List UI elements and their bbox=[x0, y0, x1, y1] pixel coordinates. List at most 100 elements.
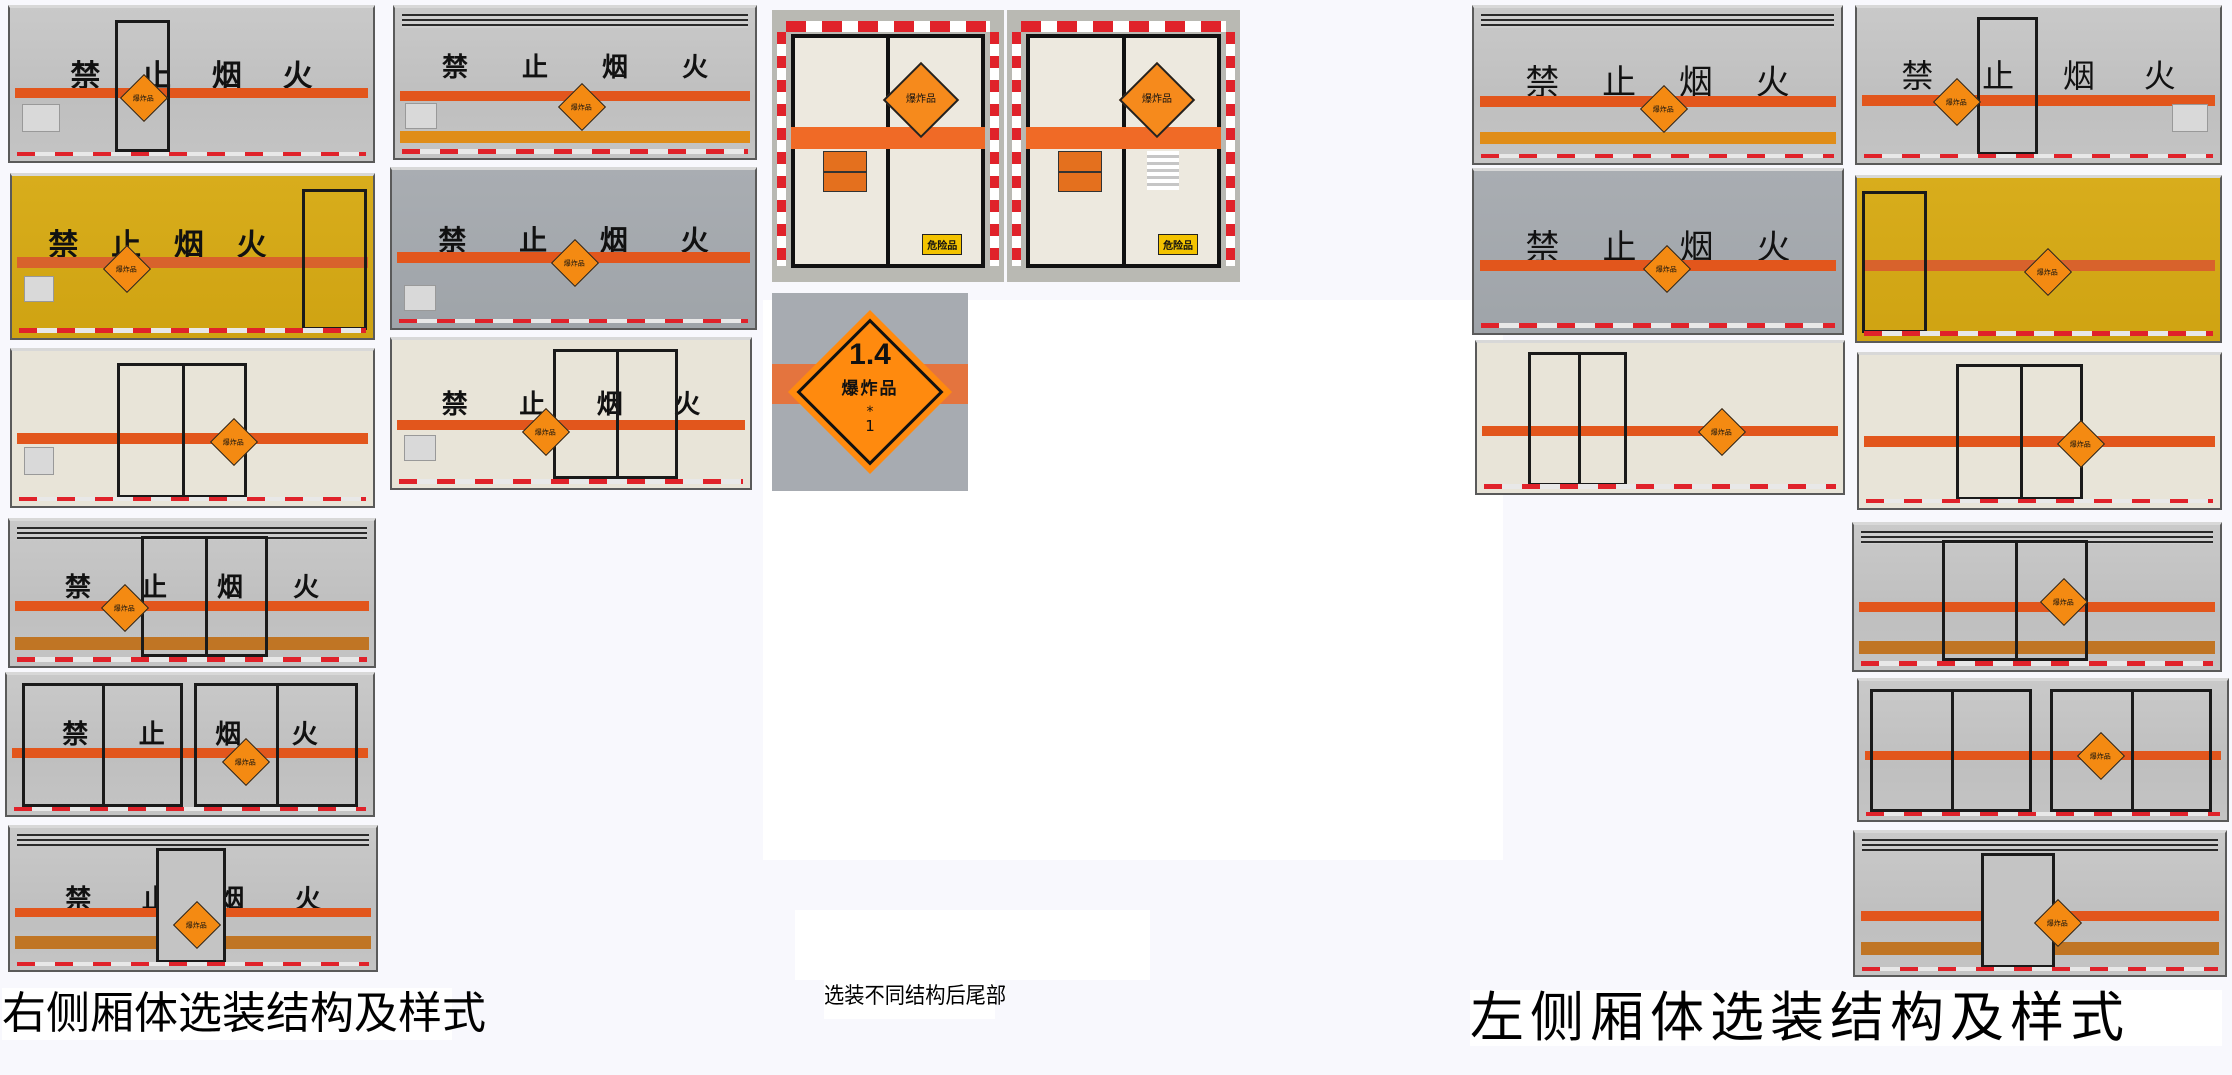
explosive-placard: 1.4 爆炸品 * 1 bbox=[772, 293, 968, 491]
vent-grille bbox=[1146, 151, 1180, 190]
explosive-diamond-icon: 爆炸品 bbox=[209, 417, 259, 467]
right-side-panel-3: 爆炸品 bbox=[10, 348, 375, 508]
orange-stripe bbox=[1864, 750, 2222, 761]
reflector-strip bbox=[776, 31, 786, 266]
reflector-strip bbox=[17, 151, 366, 157]
warning-lettering: 禁 止 烟 火 bbox=[441, 53, 708, 83]
left-side-panel-1: 禁 止 烟 火 爆炸品 bbox=[1472, 5, 1843, 165]
reflector-strip bbox=[19, 496, 366, 502]
warning-lettering: 禁 止 烟 火 bbox=[48, 227, 267, 263]
reflector-strip bbox=[1866, 498, 2213, 504]
left-side-panel-6: 爆炸品 bbox=[1857, 352, 2222, 510]
reflector-strip bbox=[1226, 31, 1236, 266]
reflector-strip bbox=[785, 20, 991, 32]
orange-stripe bbox=[790, 126, 986, 149]
right-side-panel-5: 禁 止 烟 火 爆炸品 bbox=[5, 672, 375, 817]
rear-door-variant-1: 爆炸品 危险品 bbox=[772, 10, 1004, 282]
vent-louver bbox=[1862, 838, 2218, 852]
orange-stripe bbox=[1482, 425, 1838, 436]
reflective-band bbox=[1859, 641, 2215, 655]
reflective-band bbox=[1479, 132, 1836, 145]
double-door bbox=[1870, 689, 2032, 812]
explosive-diamond-icon: 爆炸品 bbox=[2056, 419, 2106, 469]
reflector-strip bbox=[1020, 20, 1227, 32]
warning-lettering: 禁 止 烟 火 bbox=[62, 720, 318, 751]
reflector-strip bbox=[1484, 484, 1836, 489]
reflector-strip bbox=[14, 806, 366, 811]
orange-stripe bbox=[1862, 94, 2215, 106]
background-patch bbox=[795, 910, 1150, 980]
hazard-badge: 危险品 bbox=[922, 233, 963, 255]
reflector-strip bbox=[402, 149, 748, 154]
placard-division: 1.4 bbox=[849, 338, 891, 371]
placard-text: 1.4 爆炸品 * 1 bbox=[772, 293, 968, 491]
double-door bbox=[2050, 689, 2213, 812]
info-plate bbox=[24, 276, 54, 303]
double-door bbox=[21, 683, 183, 807]
right-side-panel-7: 禁 止 烟 火 爆炸品 bbox=[393, 5, 757, 160]
warning-lettering: 禁 止 烟 火 bbox=[1525, 62, 1790, 103]
reflector-strip bbox=[1481, 153, 1834, 159]
left-side-panel-7: 爆炸品 bbox=[1852, 522, 2222, 672]
double-door bbox=[193, 683, 359, 807]
reflector-strip bbox=[1011, 31, 1021, 266]
reflector-strip bbox=[19, 328, 366, 334]
right-side-panel-8: 禁 止 烟 火 爆炸品 bbox=[390, 167, 757, 330]
hazard-badge: 危险品 bbox=[1158, 233, 1199, 255]
double-door bbox=[141, 535, 269, 658]
orange-stripe bbox=[397, 419, 745, 431]
left-side-panel-2: 禁 止 烟 火 爆炸品 bbox=[1472, 168, 1844, 335]
placard-group: 1 bbox=[865, 417, 875, 435]
reflector-strip bbox=[17, 961, 369, 966]
orange-stripe bbox=[15, 87, 368, 99]
double-door bbox=[553, 348, 679, 480]
left-side-panel-9: 爆炸品 bbox=[1853, 830, 2227, 977]
orange-stripe bbox=[17, 257, 368, 269]
side-door bbox=[1862, 191, 1928, 333]
reflective-band bbox=[15, 637, 369, 651]
right-side-panel-4: 禁 止 烟 火 爆炸品 bbox=[8, 518, 376, 668]
vent-louver bbox=[402, 14, 748, 28]
caption-right-side: 右侧厢体选装结构及样式 bbox=[2, 988, 486, 1040]
info-plate bbox=[22, 104, 60, 133]
reflector-strip bbox=[1864, 153, 2213, 159]
right-side-panel-1: 禁 止 烟 火 爆炸品 bbox=[8, 5, 375, 163]
explosive-diamond-icon: 爆炸品 bbox=[1697, 407, 1747, 457]
left-side-panel-3: 爆炸品 bbox=[1475, 340, 1845, 495]
warning-lettering: 禁 止 烟 火 bbox=[438, 223, 709, 257]
info-plate bbox=[404, 434, 436, 461]
reflector-strip bbox=[1481, 323, 1835, 329]
orange-stripe bbox=[1025, 126, 1222, 149]
side-door bbox=[1976, 17, 2039, 156]
left-side-panel-4: 禁 止 烟 火 爆炸品 bbox=[1855, 5, 2222, 165]
reflector-strip bbox=[17, 657, 367, 662]
orange-plate bbox=[823, 151, 867, 192]
side-door bbox=[115, 20, 170, 152]
orange-stripe bbox=[17, 433, 368, 444]
info-plate bbox=[2172, 104, 2208, 133]
vent-louver bbox=[1481, 14, 1834, 29]
placard-label: 爆炸品 bbox=[841, 379, 899, 399]
info-plate bbox=[24, 447, 54, 476]
caption-rear: 选装不同结构后尾部 bbox=[824, 975, 1006, 1019]
vent-louver bbox=[17, 833, 369, 847]
vent-louver bbox=[17, 526, 367, 540]
left-side-panel-5: 爆炸品 bbox=[1855, 175, 2222, 343]
info-plate bbox=[404, 285, 436, 312]
reflector-strip bbox=[1862, 966, 2218, 971]
right-side-panel-6: 禁 止 烟 火 爆炸品 bbox=[8, 825, 378, 972]
info-plate bbox=[405, 102, 437, 129]
orange-stripe bbox=[12, 747, 368, 758]
placard-star: * bbox=[866, 404, 874, 420]
warning-lettering: 禁 止 烟 火 bbox=[1901, 57, 2176, 96]
reflector-strip bbox=[1861, 661, 2213, 666]
rear-door-variant-2: 爆炸品 危险品 bbox=[1007, 10, 1240, 282]
explosive-diamond-icon: 爆炸品 bbox=[2023, 247, 2073, 297]
left-side-panel-8: 爆炸品 bbox=[1857, 678, 2229, 822]
double-door bbox=[1528, 352, 1628, 486]
right-side-panel-9: 禁 止 烟 火 爆炸品 bbox=[390, 337, 752, 490]
side-door bbox=[302, 188, 367, 330]
orange-stripe bbox=[1859, 601, 2215, 612]
right-side-panel-2: 禁 止 烟 火 爆炸品 bbox=[10, 173, 375, 340]
reflective-band bbox=[400, 131, 750, 143]
